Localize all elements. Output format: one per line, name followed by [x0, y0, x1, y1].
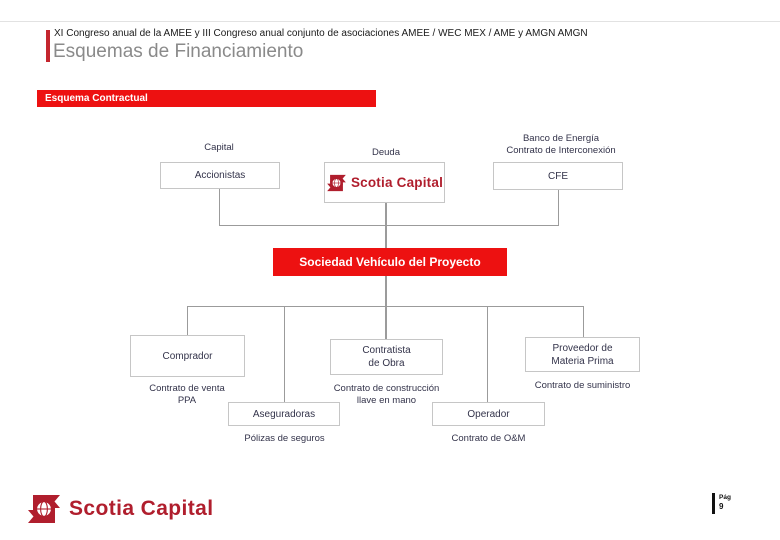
top-divider	[0, 21, 780, 22]
label-contrato-suministro: Contrato de suministro	[534, 380, 631, 391]
label-contrato-venta: Contrato de venta PPA	[149, 383, 225, 406]
connector-spv-down	[385, 276, 387, 306]
page-number: 9	[719, 502, 724, 511]
box-proveedor: Proveedor de Materia Prima	[525, 337, 640, 372]
connector-top-horizontal	[219, 225, 559, 226]
scotia-capital-logo: Scotia Capital	[326, 174, 443, 192]
drop-contratista	[385, 306, 387, 339]
title-accent-bar	[46, 30, 50, 62]
label-polizas-seguros: Pólizas de seguros	[244, 433, 325, 444]
drop-comprador	[187, 306, 188, 335]
box-accionistas: Accionistas	[160, 162, 280, 189]
label-capital: Capital	[204, 142, 234, 153]
drop-proveedor	[583, 306, 584, 337]
box-cfe: CFE	[493, 162, 623, 190]
connector-accionistas	[219, 189, 220, 225]
footer-logo-text: Scotia Capital	[69, 497, 214, 520]
connector-cfe	[558, 190, 559, 225]
scotia-flag-icon	[327, 174, 346, 191]
page-label: Pág	[719, 494, 731, 501]
label-contrato-construccion: Contrato de construcción llave en mano	[333, 383, 440, 406]
box-aseguradoras: Aseguradoras	[228, 402, 340, 426]
box-contratista: Contratista de Obra	[330, 339, 443, 375]
drop-aseguradoras	[284, 306, 285, 402]
label-contrato-om: Contrato de O&M	[451, 433, 526, 444]
footer-scotia-logo: Scotia Capital	[26, 492, 213, 526]
label-banco-energia: Banco de Energía Contrato de Interconexi…	[506, 133, 616, 156]
scotia-logo-text: Scotia Capital	[350, 175, 444, 190]
box-scotia-capital: Scotia Capital	[324, 162, 445, 203]
page-title: Esquemas de Financiamiento	[53, 41, 304, 62]
label-deuda: Deuda	[372, 147, 400, 158]
section-banner: Esquema Contractual	[37, 90, 376, 107]
congress-subtitle: XI Congreso anual de la AMEE y III Congr…	[54, 28, 588, 39]
box-sociedad-vehiculo: Sociedad Vehículo del Proyecto	[273, 248, 507, 276]
box-operador: Operador	[432, 402, 545, 426]
drop-operador	[487, 306, 488, 402]
connector-scotia-to-spv	[385, 203, 387, 248]
box-comprador: Comprador	[130, 335, 245, 377]
scotia-flag-icon	[28, 495, 60, 523]
page-number-bar	[712, 493, 715, 514]
